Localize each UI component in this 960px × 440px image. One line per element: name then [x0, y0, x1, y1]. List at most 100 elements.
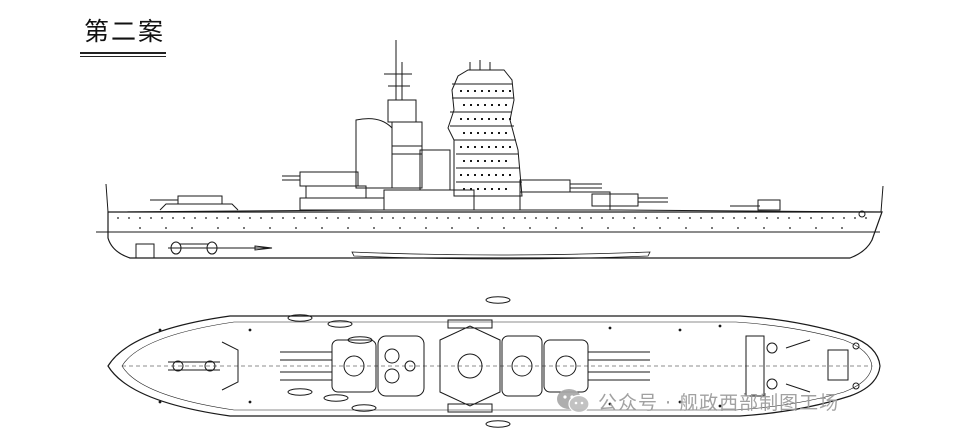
porthole [502, 217, 504, 219]
porthole [469, 217, 471, 219]
hull-plan [107, 315, 881, 417]
porthole [865, 217, 867, 219]
porthole [843, 217, 845, 219]
bridge-window [463, 104, 465, 106]
aft-tower [355, 40, 451, 191]
bridge-window [498, 188, 500, 190]
porthole [529, 227, 531, 229]
bridge-window [495, 118, 497, 120]
porthole [165, 227, 167, 229]
title-underline-thin [80, 56, 166, 57]
bridge-window [481, 146, 483, 148]
bridge-window [481, 174, 483, 176]
plan-aft-superstructure [377, 335, 425, 397]
porthole [161, 217, 163, 219]
porthole [612, 217, 614, 219]
turret-fwd-lower [591, 193, 668, 207]
bridge-window [474, 146, 476, 148]
bridge-window [505, 104, 507, 106]
bridge-window [505, 160, 507, 162]
bridge-window [495, 146, 497, 148]
mid-deckhouse [383, 189, 475, 211]
porthole [260, 217, 262, 219]
deck-fitting [608, 402, 612, 406]
porthole [326, 217, 328, 219]
porthole [555, 227, 557, 229]
deck-fitting [158, 328, 162, 332]
porthole [304, 217, 306, 219]
bridge-window [502, 90, 504, 92]
bridge-window [477, 132, 479, 134]
anchor-deck [745, 335, 860, 397]
porthole [656, 217, 658, 219]
porthole [321, 227, 323, 229]
plan-view [107, 296, 881, 428]
porthole [249, 217, 251, 219]
fwd-deckhouse [519, 191, 611, 211]
deck-fitting [678, 328, 682, 332]
bridge-window [498, 104, 500, 106]
porthole [183, 217, 185, 219]
bridge-window [477, 160, 479, 162]
porthole [117, 217, 119, 219]
porthole [139, 217, 141, 219]
porthole [295, 227, 297, 229]
porthole [799, 217, 801, 219]
boat [485, 296, 511, 304]
porthole [282, 217, 284, 219]
stern-flagstaff [105, 183, 109, 213]
porthole [700, 217, 702, 219]
bridge-window [467, 146, 469, 148]
deck-fitting [608, 326, 612, 330]
boat [485, 420, 511, 428]
bridge-window [474, 174, 476, 176]
boat [323, 394, 349, 402]
deck-fitting [718, 324, 722, 328]
porthole [645, 217, 647, 219]
page-title: 第二案 [84, 17, 166, 46]
plan-turret-aft [280, 339, 377, 393]
bridge-window [495, 174, 497, 176]
porthole [337, 217, 339, 219]
porthole [659, 227, 661, 229]
porthole [403, 217, 405, 219]
bridge-window [460, 146, 462, 148]
bridge-window [474, 90, 476, 92]
bridge-window [484, 132, 486, 134]
bridge-window [463, 160, 465, 162]
porthole [711, 217, 713, 219]
porthole [269, 227, 271, 229]
plan-turret-fwd-upper [501, 335, 543, 397]
bridge-window [488, 118, 490, 120]
porthole [777, 217, 779, 219]
bridge-window [467, 174, 469, 176]
boat [347, 336, 373, 344]
porthole [568, 217, 570, 219]
bridge-window [491, 160, 493, 162]
bridge-window [477, 104, 479, 106]
watermark-text: 公众号 · 舰政西部制图工场 [598, 391, 840, 414]
porthole [128, 217, 130, 219]
bridge-window [467, 118, 469, 120]
deck-fitting [248, 400, 252, 404]
bridge-window [470, 132, 472, 134]
bridge-window [470, 104, 472, 106]
bridge-window [491, 132, 493, 134]
porthole [788, 217, 790, 219]
bridge-window [484, 104, 486, 106]
porthole [633, 227, 635, 229]
porthole [524, 217, 526, 219]
porthole [238, 217, 240, 219]
boat [287, 388, 313, 396]
porthole [194, 217, 196, 219]
bridge-window [505, 132, 507, 134]
porthole [347, 227, 349, 229]
porthole [535, 217, 537, 219]
porthole [503, 227, 505, 229]
bridge-window [481, 118, 483, 120]
porthole [581, 227, 583, 229]
bridge-window [502, 146, 504, 148]
bridge-window [470, 188, 472, 190]
porthole [315, 217, 317, 219]
porthole [841, 227, 843, 229]
